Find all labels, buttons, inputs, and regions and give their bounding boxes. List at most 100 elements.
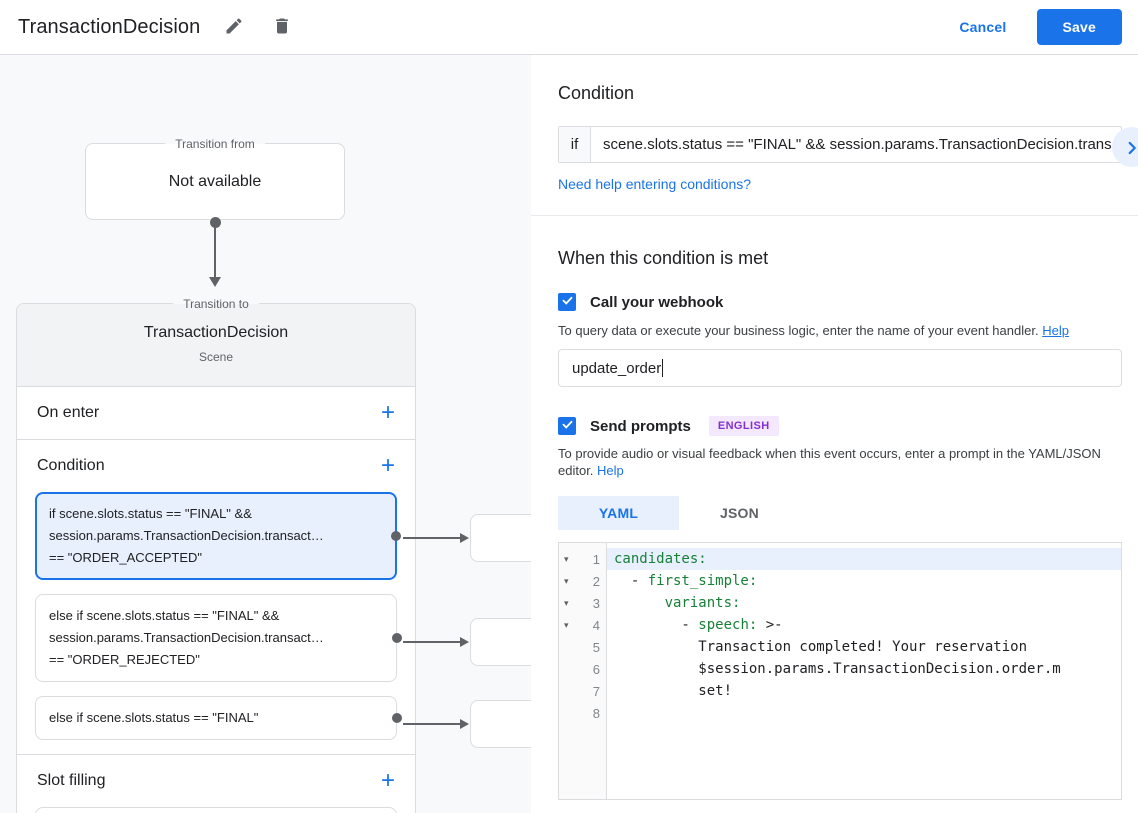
editor-line[interactable]: ▾3 variants: — [559, 592, 1121, 614]
connector-dot[interactable] — [392, 633, 402, 643]
add-on-enter-button[interactable]: + — [380, 399, 395, 426]
code-text[interactable]: Transaction completed! Your reservation — [614, 639, 1028, 655]
arrow-right-icon — [460, 719, 469, 729]
line-number: 5 — [592, 639, 600, 655]
transition-target-box[interactable] — [470, 700, 531, 748]
connector-line — [403, 723, 461, 725]
top-bar: TransactionDecision Cancel Save — [0, 0, 1138, 55]
send-prompts-checkbox[interactable] — [558, 417, 576, 435]
prompts-description: To provide audio or visual feedback when… — [558, 445, 1113, 479]
webhook-help-link[interactable]: Help — [1042, 323, 1069, 338]
connector-line — [403, 537, 461, 539]
event-handler-value: update_order — [572, 359, 662, 377]
divider — [17, 754, 415, 755]
fold-arrow-icon[interactable]: ▾ — [564, 620, 569, 630]
edit-title-button[interactable] — [220, 13, 248, 41]
condition-section-row: Condition + — [17, 440, 415, 492]
cancel-button[interactable]: Cancel — [959, 19, 1007, 35]
add-slot-button[interactable]: + — [380, 767, 395, 794]
editor-line[interactable]: ▾4 - speech: >- — [559, 614, 1121, 636]
if-prefix-label: if — [559, 127, 591, 162]
transition-to-legend: Transition to — [173, 295, 259, 313]
code-text[interactable]: - first_simple: — [614, 573, 758, 589]
condition-item[interactable]: else if scene.slots.status == "FINAL" &&… — [35, 594, 402, 682]
line-number: 3 — [592, 595, 600, 611]
transition-from-box: Transition from Not available — [85, 135, 345, 220]
call-webhook-label: Call your webhook — [590, 293, 724, 311]
language-badge: ENGLISH — [708, 416, 779, 436]
line-number: 1 — [592, 551, 600, 567]
scene-type-label: Scene — [198, 350, 234, 364]
event-handler-input[interactable]: update_order — [558, 349, 1122, 387]
panel-title: Condition — [558, 83, 635, 103]
prompts-description-text: To provide audio or visual feedback when… — [558, 446, 1101, 478]
editor-line[interactable]: 8 — [559, 702, 1121, 724]
condition-item[interactable]: else if scene.slots.status == "FINAL" — [35, 696, 402, 740]
arrow-down-icon — [209, 277, 221, 287]
fold-arrow-icon[interactable]: ▾ — [564, 598, 569, 608]
collapse-panel-button[interactable] — [1112, 127, 1138, 167]
pencil-icon — [224, 16, 244, 39]
condition-detail-panel: Condition if scene.slots.status == "FINA… — [531, 55, 1138, 813]
line-number: 7 — [592, 683, 600, 699]
slot-validation-item[interactable]: Slot validation — [35, 807, 397, 813]
on-enter-section-row: On enter + — [17, 387, 415, 439]
send-prompts-label: Send prompts — [590, 417, 691, 435]
condition-expression-input[interactable]: scene.slots.status == "FINAL" && session… — [603, 136, 1112, 153]
on-enter-label: On enter — [37, 404, 100, 421]
scene-card-header: TransactionDecision Scene — [17, 304, 415, 387]
editor-line[interactable]: ▾2 - first_simple: — [559, 570, 1121, 592]
condition-item[interactable]: if scene.slots.status == "FINAL" &&sessi… — [35, 492, 401, 580]
connector-dot[interactable] — [392, 713, 402, 723]
connector-line — [403, 641, 461, 643]
connector-line — [214, 225, 216, 278]
connector-dot[interactable] — [391, 531, 401, 541]
code-text[interactable]: candidates: — [607, 548, 1121, 570]
code-text[interactable]: - speech: >- — [614, 617, 783, 633]
line-number: 4 — [592, 617, 600, 633]
trash-icon — [272, 16, 292, 39]
tab-yaml[interactable]: YAML — [558, 496, 679, 530]
save-button[interactable]: Save — [1036, 9, 1122, 45]
code-text[interactable] — [607, 702, 1121, 724]
editor-gutter: ▾1 — [559, 548, 607, 570]
transition-from-legend: Transition from — [165, 135, 265, 153]
line-number: 6 — [592, 661, 600, 677]
add-condition-button[interactable]: + — [380, 452, 395, 479]
condition-help-link[interactable]: Need help entering conditions? — [558, 176, 752, 192]
prompts-help-link[interactable]: Help — [597, 463, 624, 478]
checkbox-checked-icon — [561, 418, 574, 434]
editor-gutter: ▾2 — [559, 570, 607, 592]
code-text[interactable]: variants: — [664, 595, 741, 611]
editor-line[interactable]: 7 set! — [559, 680, 1121, 702]
tab-json[interactable]: JSON — [720, 505, 759, 521]
code-text[interactable]: set! — [614, 683, 733, 699]
fold-arrow-icon[interactable]: ▾ — [564, 576, 569, 586]
editor-gutter: 8 — [559, 702, 607, 724]
call-webhook-row: Call your webhook — [558, 293, 1122, 311]
delete-scene-button[interactable] — [268, 13, 296, 41]
webhook-description-text: To query data or execute your business l… — [558, 323, 1039, 338]
transition-target-box[interactable] — [470, 618, 531, 666]
condition-label: Condition — [37, 457, 105, 474]
webhook-description: To query data or execute your business l… — [558, 322, 1113, 339]
transition-target-box[interactable] — [470, 514, 531, 562]
arrow-right-icon — [460, 637, 469, 647]
editor-format-tabs: YAML JSON — [558, 496, 1122, 530]
line-number: 2 — [592, 573, 600, 589]
webhook-checkbox[interactable] — [558, 293, 576, 311]
editor-gutter: ▾4 — [559, 614, 607, 636]
editor-line[interactable]: 6 $session.params.TransactionDecision.or… — [559, 658, 1121, 680]
checkbox-checked-icon — [561, 294, 574, 310]
send-prompts-row: Send prompts ENGLISH — [558, 416, 1122, 436]
editor-gutter: ▾3 — [559, 592, 607, 614]
arrow-right-icon — [460, 533, 469, 543]
when-met-title: When this condition is met — [558, 248, 769, 268]
code-text[interactable]: $session.params.TransactionDecision.orde… — [614, 661, 1061, 677]
fold-arrow-icon[interactable]: ▾ — [564, 554, 569, 564]
divider — [531, 215, 1138, 216]
editor-line[interactable]: 5 Transaction completed! Your reservatio… — [559, 636, 1121, 658]
editor-gutter: 5 — [559, 636, 607, 658]
